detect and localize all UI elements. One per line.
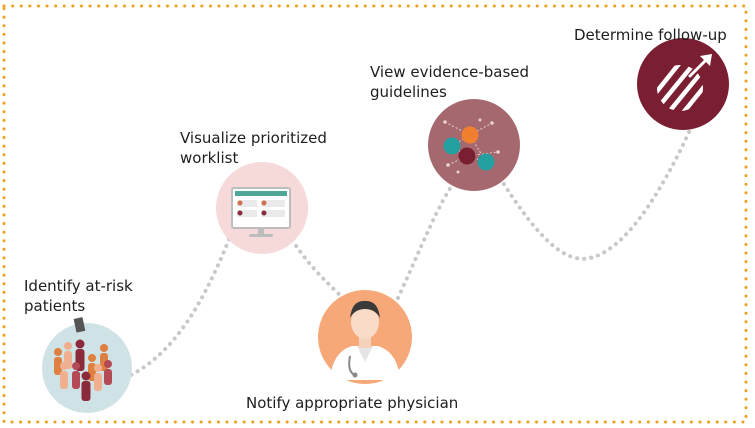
crowd-icon <box>54 317 112 401</box>
step-worklist-label-line1: Visualize prioritized <box>180 129 327 147</box>
step-identify-label: Identify at-risk patients <box>24 276 133 316</box>
dotted-border <box>2 4 748 424</box>
step-identify-label-line1: Identify at-risk <box>24 277 133 295</box>
step-identify-label-line2: patients <box>24 297 86 315</box>
step-notify-label-line1: Notify appropriate physician <box>246 394 459 412</box>
step-guidelines-label-line2: guidelines <box>370 83 447 101</box>
step-guidelines-label: View evidence-based guidelines <box>370 62 529 102</box>
step-worklist-circle <box>216 162 308 254</box>
network-icon <box>443 118 500 174</box>
connector-path <box>123 128 692 380</box>
step-worklist-label-line2: worklist <box>180 149 239 167</box>
step-followup-label-line1: Determine follow-up <box>574 26 727 44</box>
step-guidelines-label-line1: View evidence-based <box>370 63 530 81</box>
step-identify-circle <box>42 317 132 413</box>
step-worklist-label: Visualize prioritized worklist <box>180 128 327 168</box>
step-notify-circle <box>318 290 412 384</box>
step-followup-label: Determine follow-up <box>574 25 727 45</box>
monitor-icon <box>231 187 291 237</box>
step-notify-label: Notify appropriate physician <box>246 393 458 413</box>
physician-icon <box>330 300 400 380</box>
step-followup-circle <box>637 38 729 130</box>
step-guidelines-circle <box>428 99 520 191</box>
